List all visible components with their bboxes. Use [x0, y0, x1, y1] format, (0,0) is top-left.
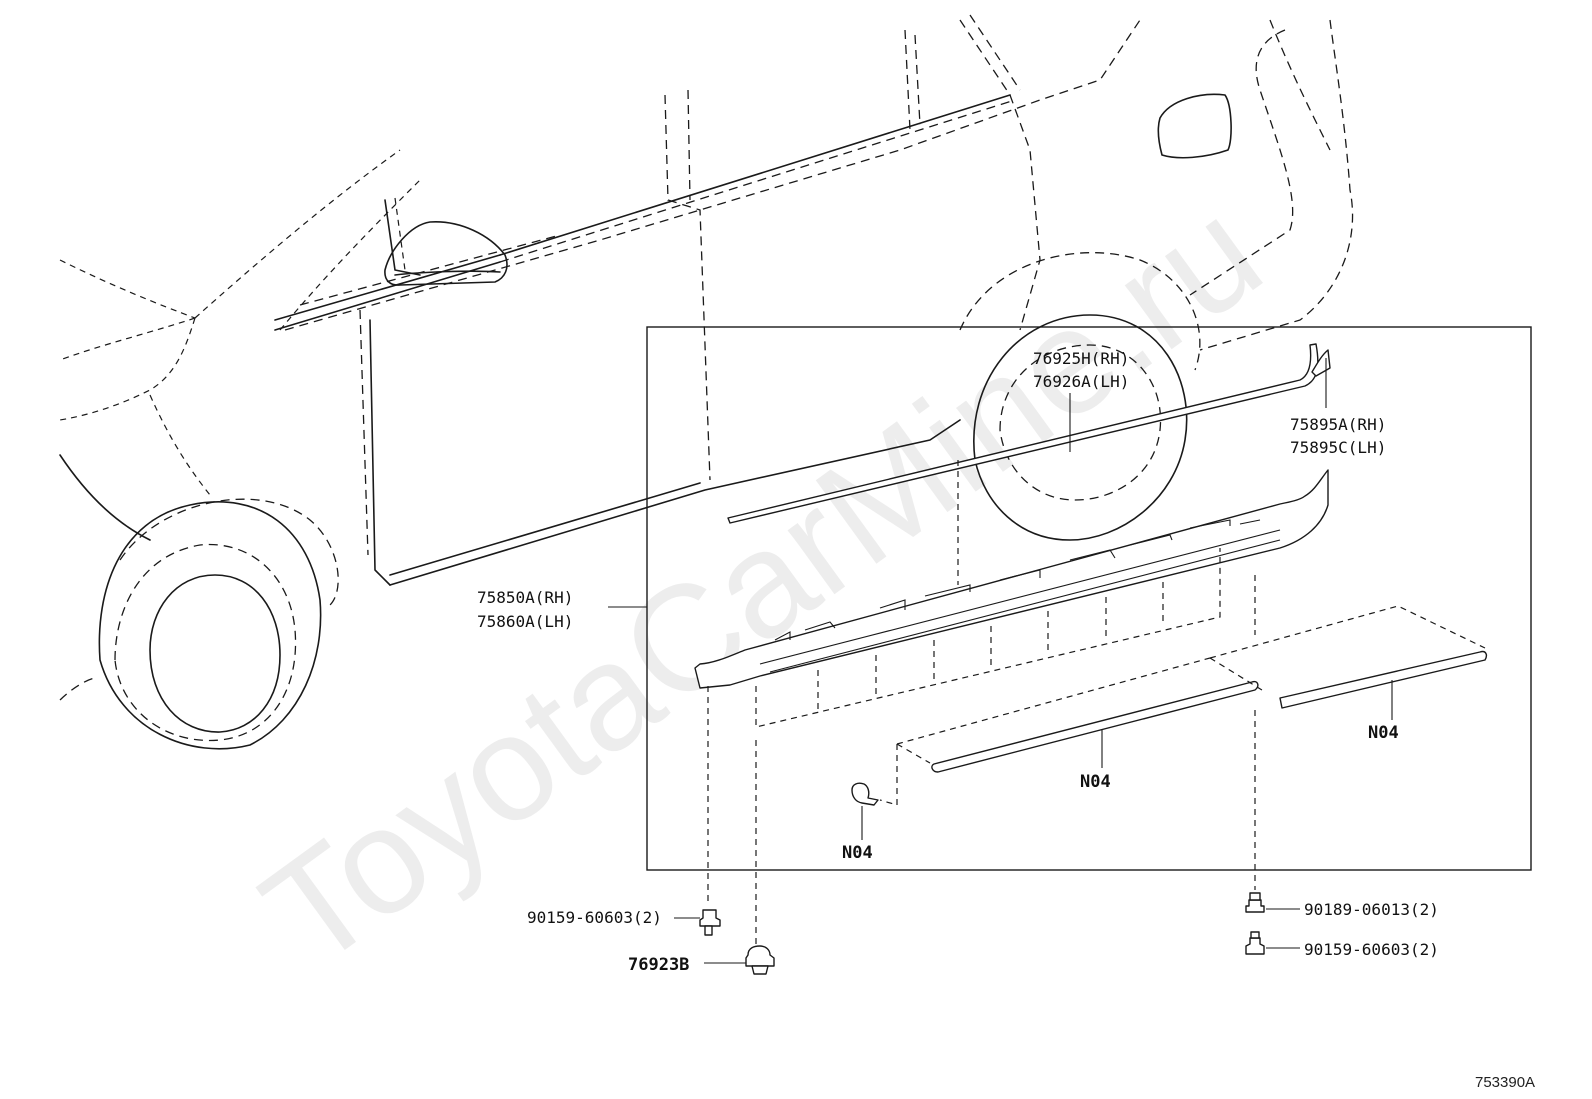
- adhesive-tape-center: [931, 680, 1259, 773]
- label-tape-center: N04: [1080, 772, 1111, 792]
- label-clip-left: 76923B: [628, 955, 689, 975]
- retainer-clip: [851, 782, 879, 806]
- tape-leaders: [879, 575, 1486, 806]
- side-moulding: [727, 343, 1319, 524]
- detail-frame: [646, 326, 1532, 871]
- vehicle-body: [59, 14, 1354, 750]
- bolt-left-icon: [699, 909, 721, 936]
- diagram-code: 753390A: [1475, 1074, 1535, 1091]
- label-bolt-left: 90159-60603(2): [527, 908, 662, 927]
- rocker-panel: [694, 469, 1329, 689]
- rocker-clip-leaders: [755, 460, 1221, 728]
- label-moulding-lh: 76926A(LH): [1033, 372, 1129, 391]
- label-moulding-rh: 76925H(RH): [1033, 349, 1129, 368]
- label-tape-right: N04: [1368, 723, 1399, 743]
- screw-right-icon: [1245, 892, 1265, 913]
- label-leaders: [608, 358, 1393, 964]
- fastener-leaders: [707, 686, 1256, 945]
- label-bolt-right: 90159-60603(2): [1304, 940, 1439, 959]
- label-rocker-rh: 75850A(RH): [477, 588, 573, 607]
- label-rocker-lh: 75860A(LH): [477, 612, 573, 631]
- bolt-right-icon: [1245, 931, 1265, 955]
- adhesive-tape-right: [1279, 650, 1488, 709]
- label-screw-right: 90189-06013(2): [1304, 900, 1439, 919]
- label-clip: N04: [842, 843, 873, 863]
- clip-left-icon: [745, 945, 775, 975]
- label-end-piece-rh: 75895A(RH): [1290, 415, 1386, 434]
- label-end-piece-lh: 75895C(LH): [1290, 438, 1386, 457]
